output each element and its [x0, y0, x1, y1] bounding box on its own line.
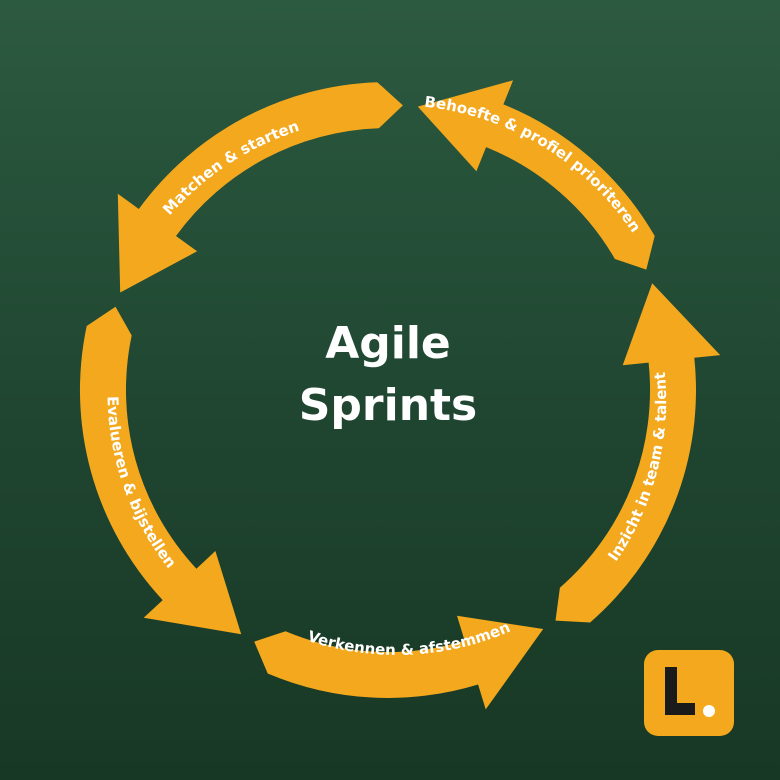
arrow-matchen-starten [117, 82, 403, 293]
center-title-line1: Agile [325, 318, 451, 369]
logo-dot [703, 705, 715, 717]
company-logo [644, 650, 734, 736]
arrow-evalueren-bijstellen [79, 306, 242, 635]
arrow-behoefte-profiel [417, 80, 655, 270]
center-title-line2: Sprints [299, 380, 478, 431]
logo-letter-base [665, 703, 695, 715]
arrow-inzicht-team-talent [555, 283, 721, 623]
logo-l-dot-icon [644, 650, 734, 736]
cycle-arrows [79, 80, 721, 710]
arrow-verkennen-afstemmen [254, 615, 544, 710]
